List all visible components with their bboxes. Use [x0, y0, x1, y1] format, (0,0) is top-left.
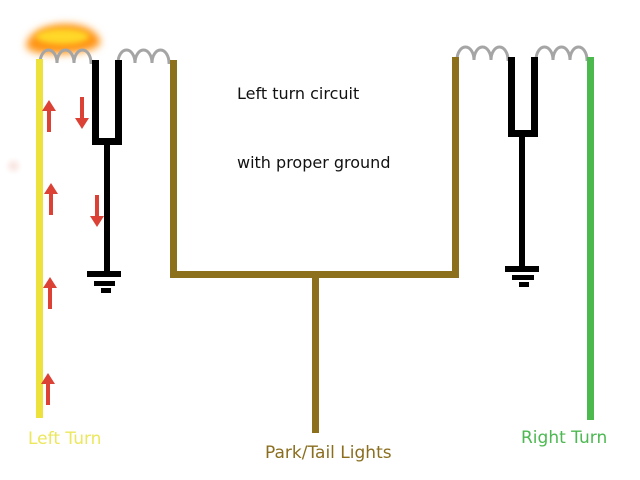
left-bulb-fork-crossbar [92, 138, 122, 145]
arrow-head [42, 100, 56, 111]
ground-bar-1 [87, 271, 121, 277]
arrow-head [41, 373, 55, 384]
ground-bar-3 [519, 282, 529, 287]
right-bulb-fork-crossbar [508, 130, 538, 137]
arrow-shaft [48, 288, 52, 309]
arrow-head [90, 216, 104, 227]
filament-coil-icon [534, 45, 589, 61]
left-bulb-fork-right-prong [115, 60, 122, 145]
ground-bar-2 [94, 281, 115, 286]
arrow-shaft [47, 111, 51, 132]
left-turn-label: Left Turn [28, 429, 102, 449]
left-bulb-fork-left-prong [92, 60, 99, 145]
park-tail-wire-horizontal [170, 271, 459, 278]
title-line-2: with proper ground [237, 153, 391, 172]
left-turn-wire [36, 59, 43, 418]
title-line-1: Left turn circuit [237, 84, 360, 103]
park-tail-lights-label: Park/Tail Lights [265, 443, 392, 463]
current-arrow-up-icon [44, 183, 58, 215]
diagram-title: Left turn circuit with proper ground [237, 36, 390, 220]
faint-smudge [5, 157, 22, 175]
current-arrow-up-icon [42, 100, 56, 132]
filament-coil-icon [38, 48, 93, 64]
filament-coil-icon [116, 48, 171, 64]
right-bulb-ground-lead [519, 137, 525, 267]
glow-core-highlight [35, 28, 89, 45]
arrow-head [75, 118, 89, 129]
ground-bar-2 [512, 275, 534, 280]
current-arrow-up-icon [41, 373, 55, 405]
current-arrow-down-icon [90, 195, 104, 227]
ground-bar-3 [101, 288, 111, 293]
right-turn-wire [587, 57, 594, 420]
current-arrow-up-icon [43, 277, 57, 309]
arrow-shaft [46, 384, 50, 405]
filament-coil-icon [455, 45, 510, 61]
lit-bulb-glow-icon [25, 22, 101, 56]
park-tail-wire-right-branch [452, 57, 459, 278]
right-bulb-fork-left-prong [508, 57, 515, 137]
park-tail-wire-left-branch [170, 60, 177, 278]
arrow-head [43, 277, 57, 288]
arrow-head [44, 183, 58, 194]
park-tail-wire-stem [312, 278, 319, 433]
left-bulb-ground-lead [104, 145, 110, 272]
arrow-shaft [95, 195, 99, 216]
right-turn-label: Right Turn [521, 428, 608, 448]
current-arrow-down-icon [75, 97, 89, 129]
right-bulb-fork-right-prong [531, 57, 538, 137]
arrow-shaft [80, 97, 84, 118]
arrow-shaft [49, 194, 53, 215]
ground-bar-1 [505, 266, 539, 272]
